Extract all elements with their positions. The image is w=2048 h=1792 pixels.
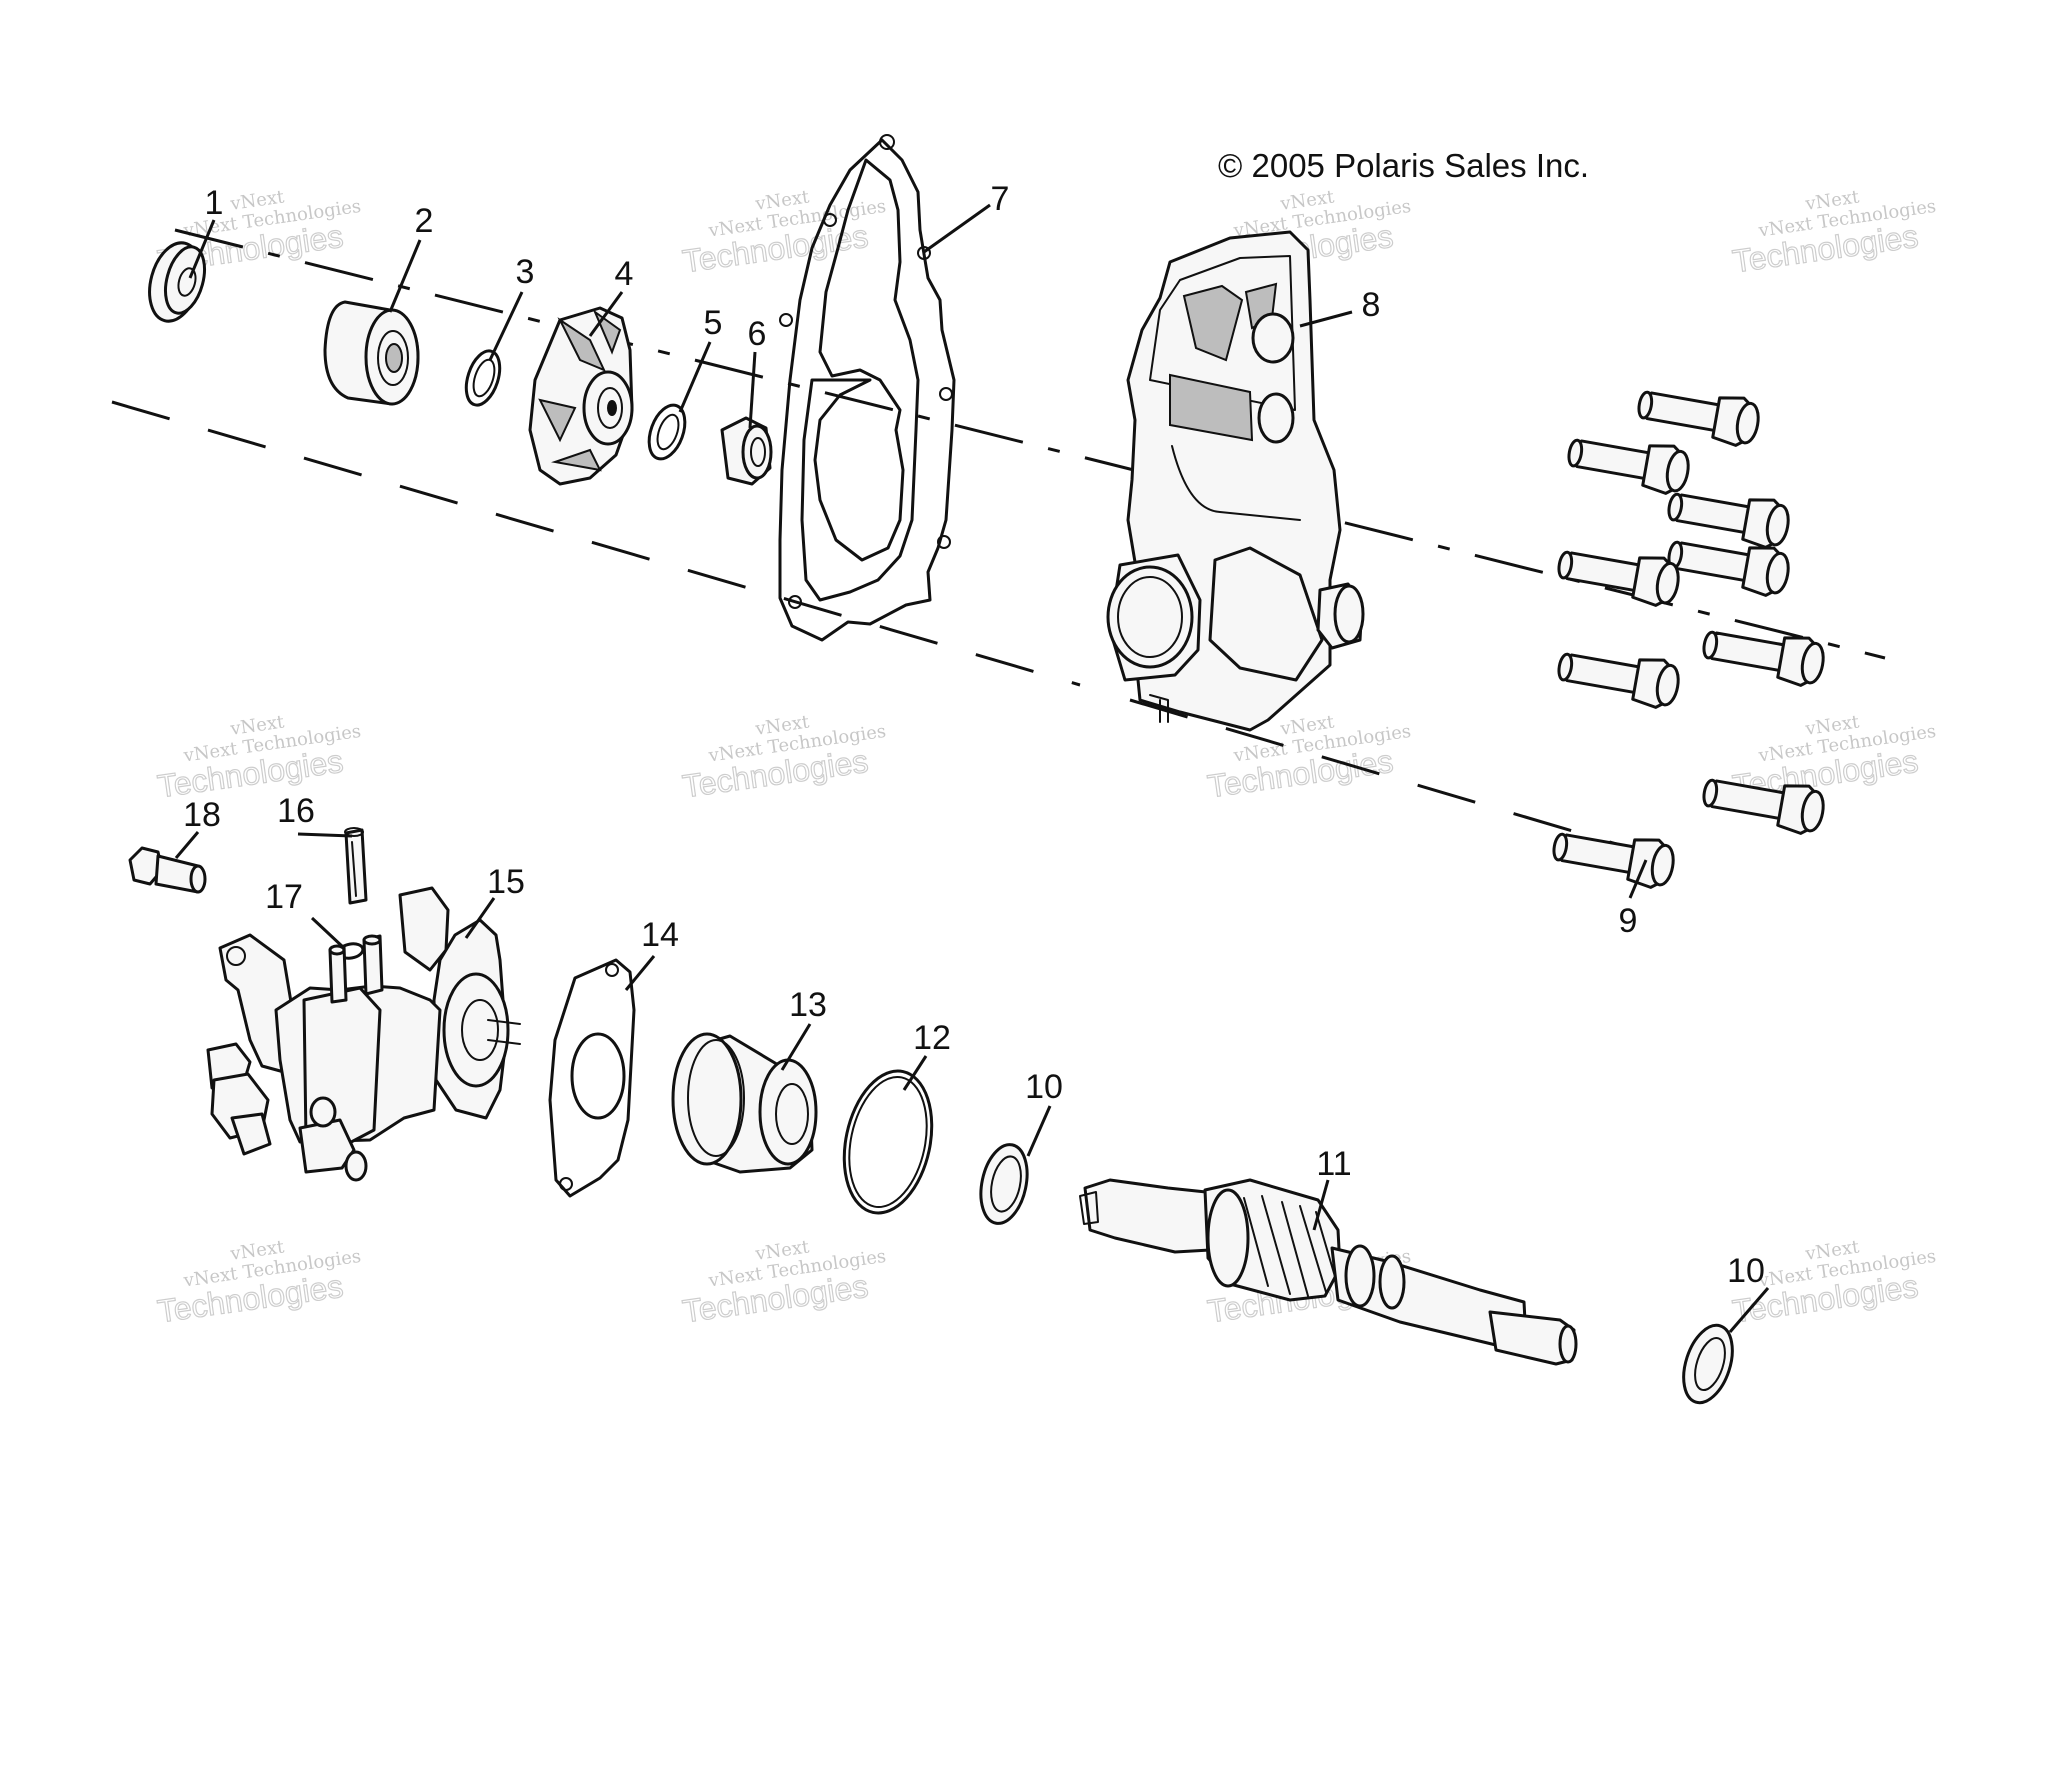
- ring-part-3: [464, 349, 502, 407]
- callout-10-right: 10: [1727, 1252, 1765, 1290]
- pump-cover-part-8: [1106, 230, 1365, 732]
- callout-17: 17: [265, 878, 303, 916]
- bolt: [1667, 492, 1790, 549]
- washer-part-5: [647, 403, 687, 461]
- impeller-part-4: [528, 306, 634, 486]
- bolt-group-part-9: [1552, 390, 1825, 889]
- gasket-part-7: [778, 134, 956, 642]
- bolt: [1567, 438, 1690, 495]
- callout-9: 9: [1619, 902, 1638, 940]
- callout-14: 14: [641, 916, 679, 954]
- pin-part-16: [344, 827, 368, 905]
- callout-7: 7: [991, 180, 1010, 218]
- oil-pump-part-15: [206, 886, 521, 1182]
- callout-6: 6: [748, 315, 767, 353]
- bolt: [1702, 630, 1825, 687]
- bolt: [1557, 550, 1680, 607]
- axis-lines: [111, 228, 1886, 850]
- callout-5: 5: [704, 304, 723, 342]
- callout-4: 4: [615, 255, 634, 293]
- callout-13: 13: [789, 986, 827, 1024]
- gasket-part-14: [548, 958, 636, 1198]
- bolt: [1557, 652, 1680, 709]
- bolt: [1667, 540, 1790, 597]
- bearing-part-2: [323, 300, 420, 406]
- shaft-part-11: [1079, 1178, 1578, 1366]
- callout-leaders: [174, 203, 1770, 1333]
- callout-11: 11: [1316, 1145, 1351, 1183]
- nut-part-6: [720, 416, 773, 486]
- washer-part-10-left: [979, 1143, 1029, 1225]
- bolt-part-18: [128, 846, 207, 894]
- callout-8: 8: [1362, 286, 1381, 324]
- bolt: [1552, 832, 1675, 889]
- callout-15: 15: [487, 863, 525, 901]
- washer-part-10-right: [1682, 1323, 1734, 1405]
- callout-1: 1: [205, 184, 224, 222]
- callout-18: 18: [183, 796, 221, 834]
- callout-3: 3: [516, 253, 535, 291]
- copyright-text: © 2005 Polaris Sales Inc.: [1218, 147, 1589, 184]
- sleeve-part-13: [671, 1032, 818, 1174]
- callout-16: 16: [277, 792, 315, 830]
- bolt: [1702, 778, 1825, 835]
- callout-numbers: 1 2 3 4 5 6 7 8 9 10 10 11 12 13 14 15 1…: [183, 180, 1765, 1290]
- callout-10-left: 10: [1025, 1068, 1063, 1106]
- bolt: [1637, 390, 1760, 447]
- callout-12: 12: [913, 1019, 951, 1057]
- callout-2: 2: [415, 202, 434, 240]
- o-ring-part-12: [842, 1069, 934, 1215]
